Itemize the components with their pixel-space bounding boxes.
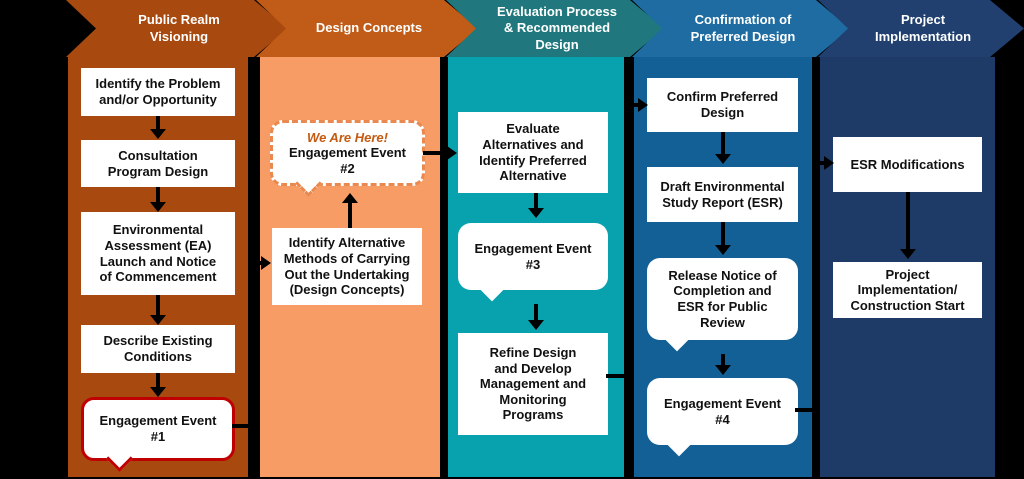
step-evaluate-alternatives: Evaluate Alternatives and Identify Prefe… — [458, 112, 608, 193]
callout-tail — [665, 328, 689, 352]
step-engagement-event-3: Engagement Event #3 — [458, 223, 608, 302]
step-identify-alternative-methods: Identify Alternative Methods of Carrying… — [272, 228, 422, 305]
engagement-event-1-label: Engagement Event #1 — [99, 413, 217, 444]
up-arrow — [348, 203, 352, 228]
down-arrow — [534, 193, 538, 208]
step-draft-esr: Draft Environmental Study Report (ESR) — [647, 167, 798, 222]
down-arrow — [156, 295, 160, 315]
down-arrow — [156, 187, 160, 202]
column-public-realm-visioning: Identify the Problem and/or Opportunity … — [68, 57, 248, 477]
step-ea-launch: Environmental Assessment (EA) Launch and… — [81, 212, 235, 295]
down-arrow — [156, 116, 160, 129]
header-design-concepts: Design Concepts — [256, 0, 478, 57]
callout-tail — [667, 433, 691, 457]
down-arrow — [721, 222, 725, 245]
connector-stub-engagement4 — [795, 408, 815, 412]
down-arrow — [905, 192, 910, 249]
header-evaluation-process: Evaluation Process & Recommended Design — [446, 0, 664, 57]
step-engagement-event-2: We Are Here! Engagement Event #2 — [270, 120, 425, 197]
step-identify-problem: Identify the Problem and/or Opportunity — [81, 68, 235, 116]
step-engagement-event-1: Engagement Event #1 — [81, 397, 235, 472]
connector-arrow-to-esr-modifications — [817, 161, 824, 165]
connector-arrow-engagement2-to-evaluate — [423, 151, 447, 155]
down-arrow — [156, 373, 160, 387]
connector-stub-engagement1 — [232, 424, 254, 428]
step-describe-existing-conditions: Describe Existing Conditions — [81, 325, 235, 373]
step-engagement-event-4: Engagement Event #4 — [647, 378, 798, 457]
engagement-event-4-label: Engagement Event #4 — [663, 395, 782, 427]
connector-arrow-to-confirm-design — [630, 103, 638, 107]
column-project-implementation: ESR Modifications Project Implementation… — [820, 57, 995, 477]
step-esr-modifications: ESR Modifications — [833, 137, 982, 192]
column-confirmation-preferred-design: Confirm Preferred Design Draft Environme… — [634, 57, 812, 477]
step-confirm-preferred-design: Confirm Preferred Design — [647, 78, 798, 132]
header-confirmation-preferred-design: Confirmation of Preferred Design — [632, 0, 850, 57]
engagement-event-2-label: Engagement Event #2 — [288, 145, 407, 176]
down-arrow — [534, 304, 538, 320]
header-project-implementation: Project Implementation — [818, 0, 1024, 57]
step-release-notice-completion: Release Notice of Completion and ESR for… — [647, 258, 798, 352]
step-refine-design: Refine Design and Develop Management and… — [458, 333, 608, 435]
engagement-event-3-label: Engagement Event #3 — [474, 240, 592, 272]
callout-tail — [480, 278, 504, 302]
header-public-realm-visioning: Public Realm Visioning — [66, 0, 288, 57]
step-consultation-program-design: Consultation Program Design — [81, 140, 235, 187]
callout-tail — [106, 445, 133, 472]
column-design-concepts: We Are Here! Engagement Event #2 Identif… — [260, 57, 440, 477]
connector-stub-refine-design — [606, 374, 628, 378]
release-notice-label: Release Notice of Completion and ESR for… — [668, 267, 777, 330]
down-arrow — [721, 354, 725, 365]
we-are-here-marker: We Are Here! — [307, 129, 388, 145]
down-arrow — [721, 132, 725, 154]
column-evaluation-process: Evaluate Alternatives and Identify Prefe… — [448, 57, 624, 477]
step-project-implementation-start: Project Implementation/ Construction Sta… — [833, 262, 982, 318]
connector-arrow-to-identify-alternatives — [248, 261, 261, 265]
